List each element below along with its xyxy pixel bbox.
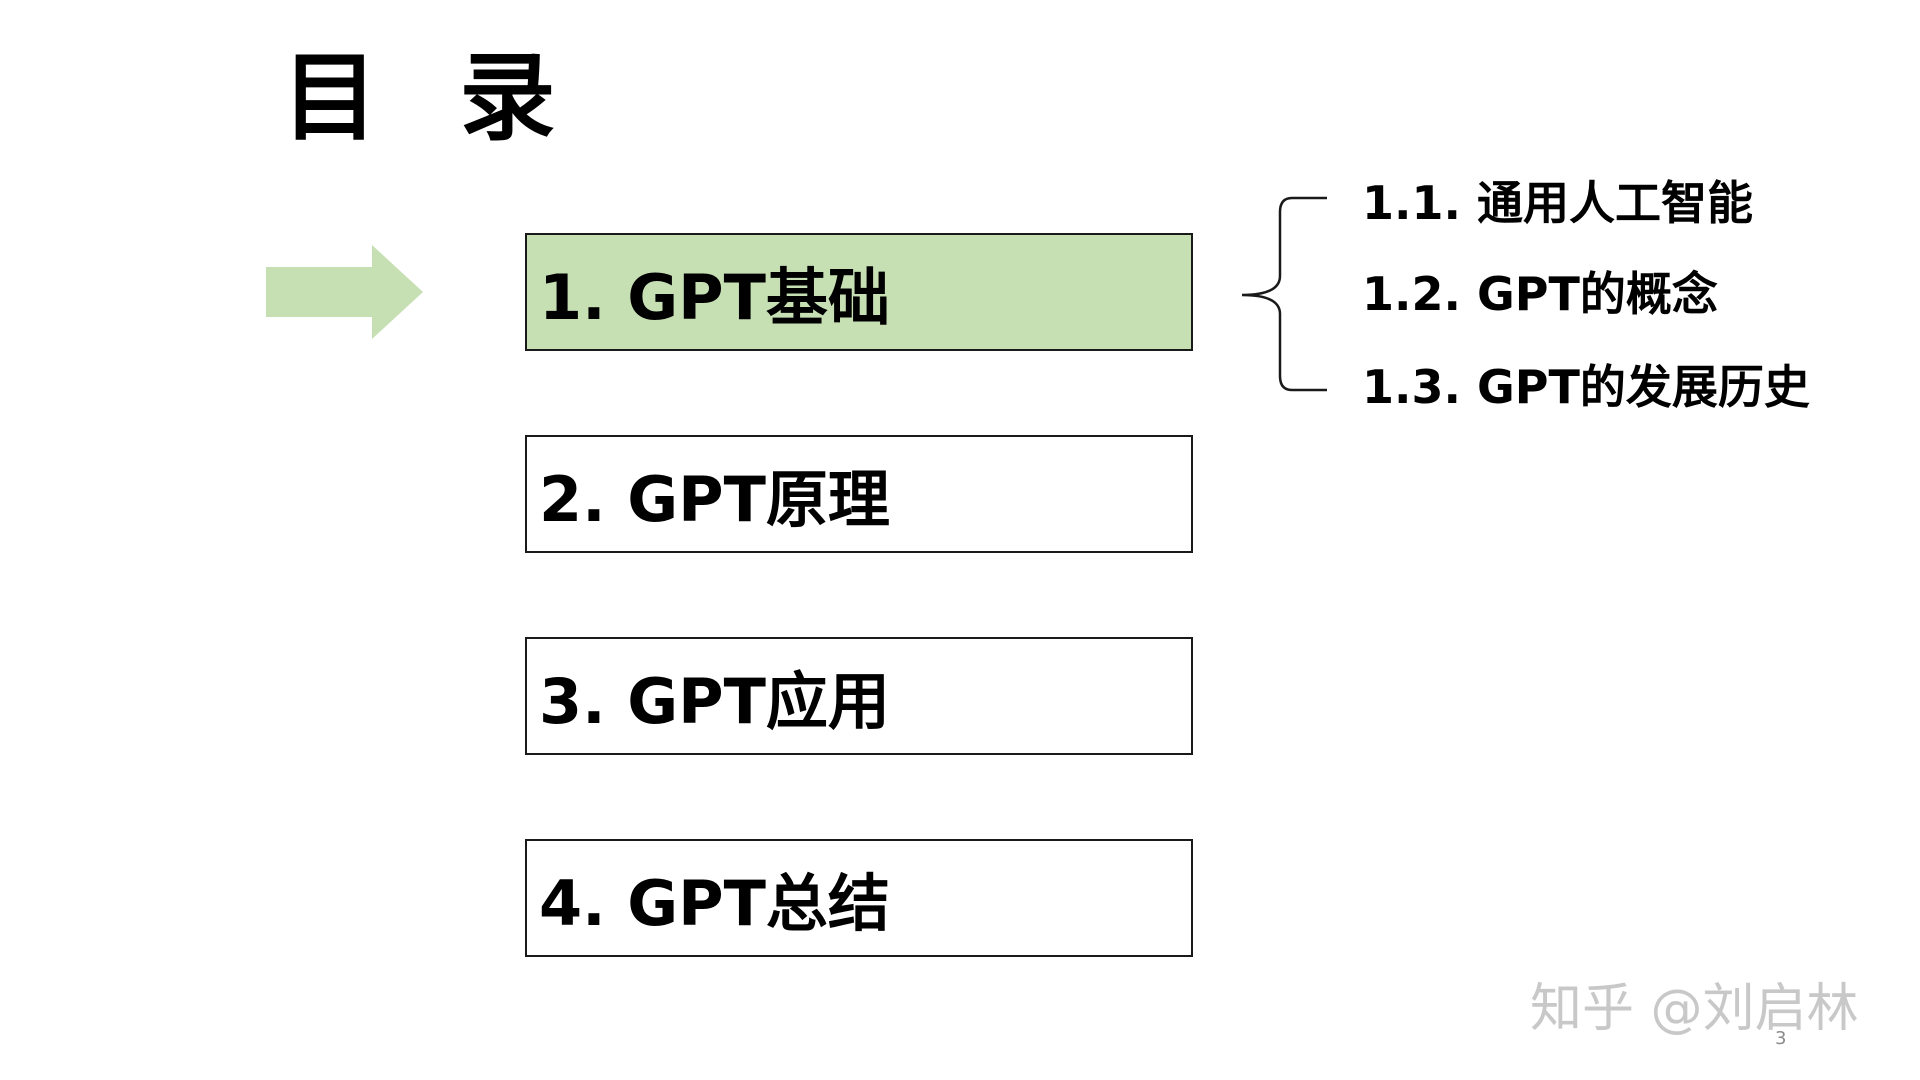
- subtopic-gpt-history[interactable]: 1.3. GPT的发展历史: [1362, 360, 1810, 414]
- watermark: 知乎 @刘启林: [1530, 979, 1859, 1039]
- subtopic-gpt-concept[interactable]: 1.2. GPT的概念: [1362, 267, 1718, 321]
- toc-item-gpt-basics[interactable]: 1. GPT基础: [525, 233, 1193, 351]
- toc-item-gpt-principles[interactable]: 2. GPT原理: [525, 435, 1193, 553]
- brace-icon: [1241, 196, 1327, 392]
- current-section-arrow-icon: [266, 245, 423, 339]
- toc-item-gpt-applications[interactable]: 3. GPT应用: [525, 637, 1193, 755]
- toc-item-gpt-summary[interactable]: 4. GPT总结: [525, 839, 1193, 957]
- page-title: 目 录: [282, 42, 580, 154]
- subtopic-agi[interactable]: 1.1. 通用人工智能: [1362, 176, 1753, 230]
- page-number: 3: [1775, 1028, 1787, 1049]
